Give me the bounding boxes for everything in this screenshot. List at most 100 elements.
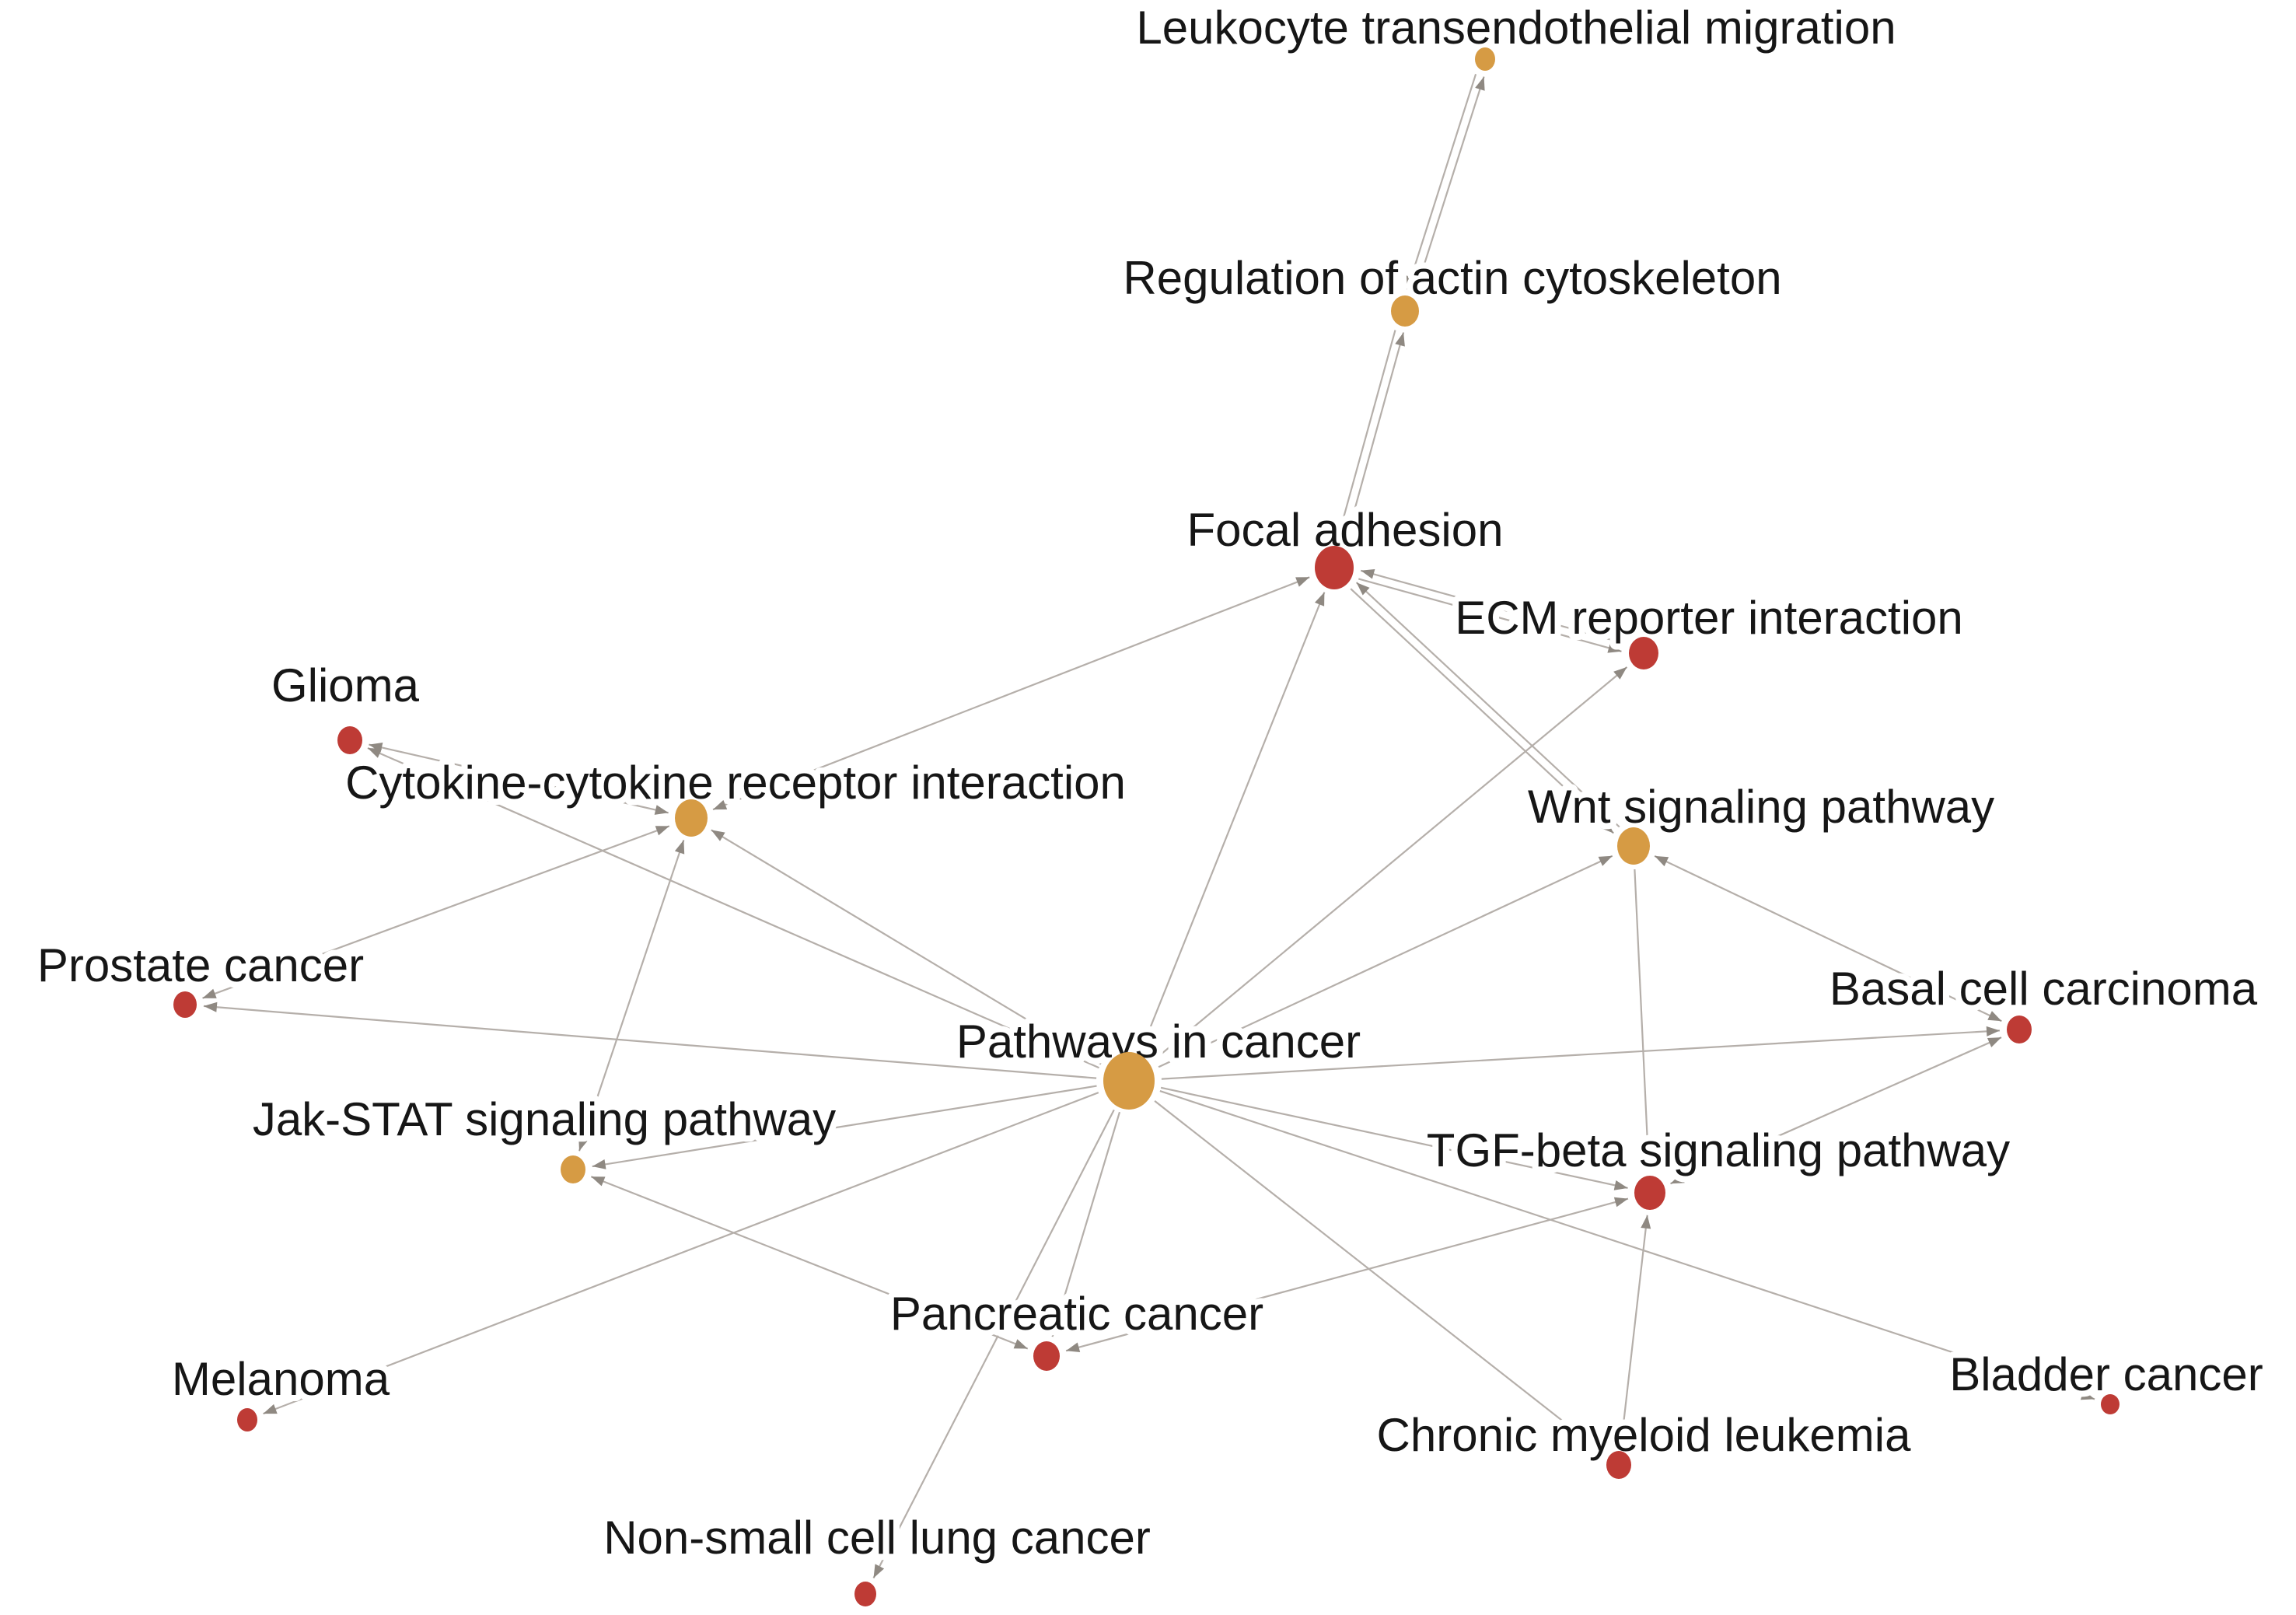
label-wnt: Wnt signaling pathway: [1528, 781, 1994, 833]
edge-pathways-cytokine: [711, 829, 1102, 1065]
edge-focal-regulation: [1344, 332, 1405, 544]
edge-cytokine-jakstat: [578, 840, 685, 1152]
edge-pathways-focal: [1140, 592, 1326, 1051]
edge-tgf-pancreatic: [1065, 1197, 1629, 1352]
node-jakstat[interactable]: [561, 1155, 585, 1183]
edge-pathways-basal-arrow: [1986, 1026, 2000, 1036]
label-glioma: Glioma: [271, 659, 420, 711]
edge-pathways-glioma: [367, 746, 1099, 1069]
node-glioma[interactable]: [337, 726, 362, 754]
edge-pathways-tgf-arrow: [1613, 1180, 1628, 1190]
edge-cytokine-prostate-arrow: [655, 826, 669, 836]
labels-layer: Leukocyte transendothelial migrationRegu…: [31, 0, 2270, 1570]
edge-cytokine-glioma-arrow: [654, 805, 669, 815]
node-cytokine[interactable]: [675, 799, 708, 837]
edge-chronic-tgf-arrow: [1641, 1215, 1651, 1229]
edge-focal-cytokine: [712, 576, 1310, 811]
edge-jakstat-pancreatic-arrow: [1013, 1339, 1028, 1349]
edge-focal-regulation-arrow: [1395, 332, 1405, 347]
node-bladder[interactable]: [2101, 1394, 2120, 1414]
edge-cytokine-glioma: [369, 743, 669, 814]
edge-pathways-wnt-arrow: [1598, 855, 1613, 866]
node-nonsmall[interactable]: [854, 1582, 876, 1606]
edge-jakstat-pancreatic: [590, 1176, 1029, 1350]
edge-focal-wnt-arrow: [1600, 820, 1614, 834]
edge-focal-wnt: [1355, 582, 1620, 828]
edge-pathways-melanoma: [263, 1092, 1099, 1415]
label-cytokine: Cytokine-cytokine receptor interaction: [345, 757, 1126, 809]
node-pancreatic[interactable]: [1033, 1341, 1060, 1371]
edge-tgf-basal: [1670, 1036, 2002, 1185]
edge-pathways-bladder: [1159, 1090, 2095, 1400]
edge-jakstat-pancreatic-arrow: [591, 1176, 606, 1187]
label-focal: Focal adhesion: [1187, 504, 1504, 556]
edge-pathways-tgf: [1160, 1086, 1628, 1189]
label-melanoma: Melanoma: [172, 1353, 390, 1405]
label-chronic: Chronic myeloid leukemia: [1377, 1409, 1912, 1461]
edge-wnt-basal-arrow: [1655, 855, 1669, 867]
edge-pathways-pancreatic: [1051, 1111, 1121, 1337]
edge-focal-cytokine-arrow: [1295, 577, 1310, 587]
edge-leukocyte-regulation-arrow: [1406, 275, 1417, 290]
edge-pathways-nonsmall-arrow: [873, 1564, 885, 1578]
edge-cytokine-glioma-arrow: [369, 743, 383, 753]
label-jakstat: Jak-STAT signaling pathway: [253, 1093, 836, 1145]
node-tgf[interactable]: [1634, 1176, 1665, 1210]
edge-leukocyte-regulation-arrow: [1475, 76, 1485, 91]
label-ecm: ECM reporter interaction: [1455, 592, 1963, 644]
edge-pathways-basal: [1161, 1029, 2001, 1080]
node-wnt[interactable]: [1617, 827, 1650, 865]
edge-cytokine-jakstat-arrow: [578, 1137, 589, 1152]
edge-focal-wnt-arrow: [1356, 582, 1370, 596]
nodes-layer: [173, 47, 2120, 1606]
edge-focal-cytokine-arrow: [713, 799, 728, 810]
node-leukocyte[interactable]: [1475, 47, 1495, 71]
edge-cytokine-prostate-arrow: [202, 988, 217, 998]
label-leukocyte: Leukocyte transendothelial migration: [1136, 2, 1896, 54]
edge-pathways-prostate: [203, 1005, 1097, 1079]
node-focal[interactable]: [1315, 546, 1354, 589]
label-bladder: Bladder cancer: [1949, 1348, 2263, 1400]
edge-pathways-ecm: [1153, 666, 1628, 1061]
edge-tgf-pancreatic-arrow: [1613, 1197, 1628, 1208]
edge-focal-regulation: [1336, 330, 1396, 542]
label-basal: Basal cell carcinoma: [1829, 963, 2258, 1015]
edge-tgf-basal-arrow: [1987, 1037, 2002, 1047]
edge-pathways-prostate-arrow: [203, 1002, 218, 1012]
edge-pathways-jakstat-arrow: [592, 1159, 606, 1169]
edge-pathways-chronic-arrow: [1589, 1441, 1604, 1453]
edge-focal-regulation-arrow: [1336, 526, 1346, 541]
edge-pathways-pancreatic-arrow: [1051, 1322, 1061, 1337]
node-prostate[interactable]: [173, 991, 197, 1018]
edge-pathways-melanoma-arrow: [263, 1404, 278, 1414]
edge-focal-ecm-arrow: [1361, 569, 1375, 579]
label-regulation: Regulation of actin cytoskeleton: [1123, 252, 1781, 304]
node-chronic[interactable]: [1606, 1451, 1631, 1479]
node-regulation[interactable]: [1391, 295, 1419, 327]
edge-chronic-tgf: [1620, 1215, 1648, 1446]
node-basal[interactable]: [2007, 1015, 2032, 1043]
edge-tgf-pancreatic-arrow: [1066, 1342, 1081, 1352]
edge-focal-ecm: [1358, 578, 1622, 652]
edges-layer: [202, 73, 2095, 1579]
edge-wnt-basal: [1654, 855, 2002, 1022]
label-nonsmall: Non-small cell lung cancer: [603, 1512, 1151, 1564]
edge-focal-ecm: [1360, 569, 1624, 645]
node-ecm[interactable]: [1629, 637, 1658, 669]
edge-cytokine-prostate: [202, 825, 670, 999]
edge-pathways-chronic: [1154, 1100, 1604, 1454]
edge-wnt-basal-arrow: [1987, 1011, 2002, 1022]
label-pancreatic: Pancreatic cancer: [890, 1288, 1263, 1340]
node-pathways[interactable]: [1103, 1052, 1155, 1110]
edge-pathways-focal-arrow: [1315, 592, 1325, 606]
edge-pathways-jakstat: [592, 1085, 1097, 1168]
edge-pathways-ecm-arrow: [1613, 666, 1627, 680]
label-prostate: Prostate cancer: [37, 939, 364, 991]
edge-leukocyte-regulation: [1414, 76, 1485, 293]
edge-pathways-bladder-arrow: [2080, 1390, 2095, 1400]
edge-focal-wnt: [1350, 588, 1615, 834]
node-melanoma[interactable]: [237, 1408, 257, 1431]
edge-focal-ecm-arrow: [1607, 643, 1622, 653]
